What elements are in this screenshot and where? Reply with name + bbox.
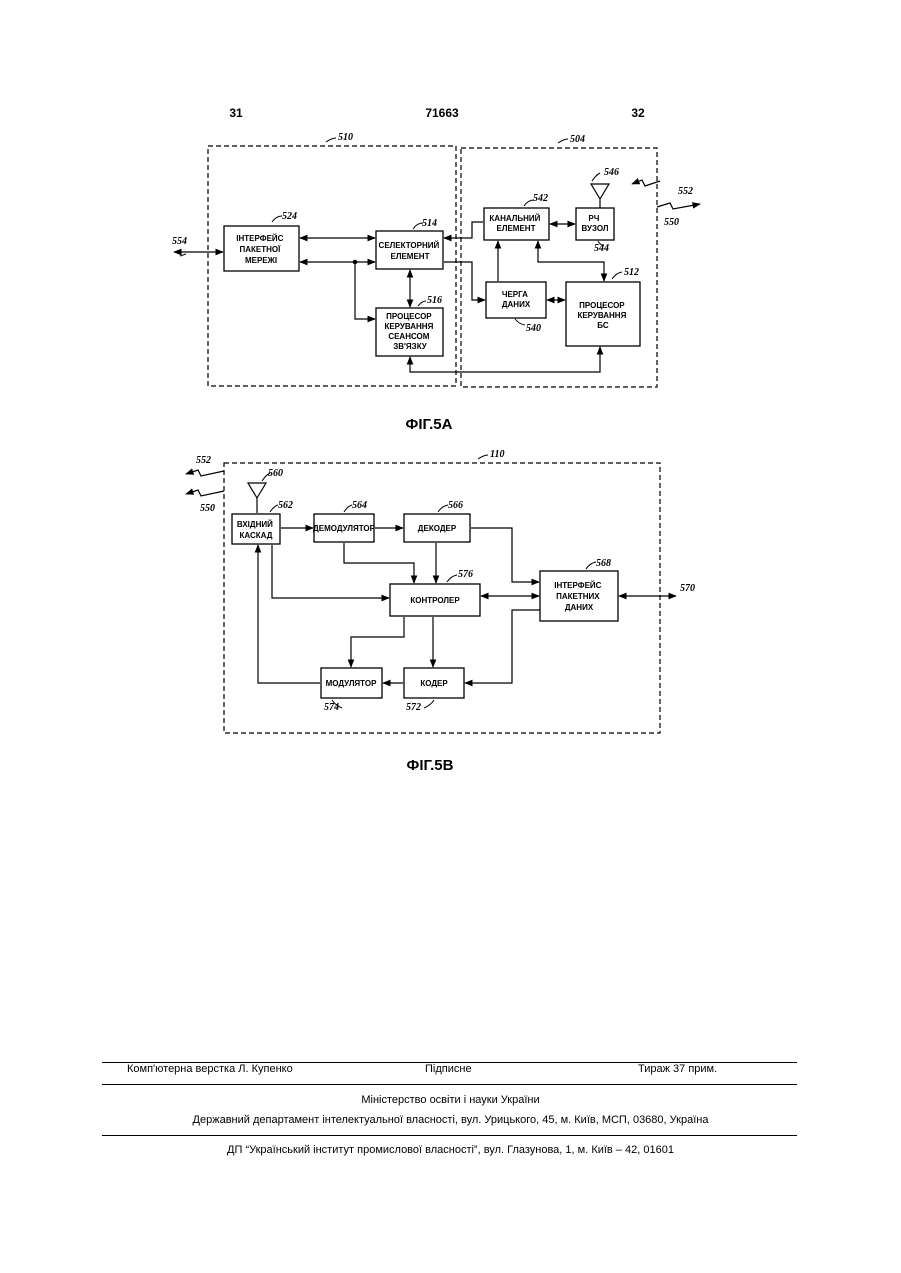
circulation-note: Тираж 37 прим. (638, 1063, 717, 1075)
rf-unit-label: РЧ ВУЗОЛ (582, 214, 609, 233)
page-number-right: 32 (631, 106, 645, 120)
institute-line: ДП “Український інститут промислової вла… (0, 1144, 901, 1156)
ref-110: 110 (490, 449, 504, 460)
ref-552: 552 (678, 186, 693, 197)
packet-data-interface-label: ІНТЕРФЕЙС ПАКЕТНИХ ДАНИХ (554, 581, 603, 612)
ref-554: 554 (172, 236, 187, 247)
ref-562: 562 (278, 500, 293, 511)
footer-rule-middle (102, 1084, 797, 1085)
figure-5b-caption: ФІГ.5В (407, 757, 454, 774)
encoder-label: КОДЕР (420, 679, 448, 688)
decoder-label: ДЕКОДЕР (418, 524, 457, 533)
patent-number: 71663 (425, 106, 459, 120)
wireless-link-550-icon (186, 490, 224, 496)
demodulator-label: ДЕМОДУЛЯТОР (313, 524, 376, 533)
ref-564: 564 (352, 500, 367, 511)
figure-5a-caption: ФІГ.5А (406, 416, 453, 433)
ref-576: 576 (458, 569, 473, 580)
ref-568: 568 (596, 558, 611, 569)
ref-570: 570 (680, 583, 695, 594)
footer-rule-bottom (102, 1135, 797, 1136)
figure-5b (186, 455, 676, 733)
department-line: Державний департамент інтелектуальної вл… (0, 1114, 901, 1126)
ref-550: 550 (664, 217, 679, 228)
selector-element-label: СЕЛЕКТОРНИЙ ЕЛЕМЕНТ (379, 241, 442, 261)
front-end-label: ВХІДНИЙ КАСКАД (237, 520, 275, 540)
channel-element-label: КАНАЛЬНИЙ ЕЛЕМЕНТ (489, 214, 542, 233)
selector-element-block (376, 231, 443, 269)
modulator-label: МОДУЛЯТОР (326, 679, 378, 688)
ref-516: 516 (427, 295, 442, 306)
ref-524: 524 (282, 211, 297, 222)
bs-control-processor-label: ПРОЦЕСОР КЕРУВАННЯ БС (577, 301, 628, 330)
ref-544: 544 (594, 243, 609, 254)
ref-512: 512 (624, 267, 639, 278)
wireless-link-552-icon (186, 470, 224, 476)
session-control-processor-label: ПРОЦЕСОР КЕРУВАННЯ СЕАНСОМ ЗВ'ЯЗКУ (384, 312, 435, 351)
ministry-line: Міністерство освіти і науки України (0, 1094, 901, 1106)
ref-572: 572 (406, 702, 421, 713)
ref-542: 542 (533, 193, 548, 204)
data-queue-label: ЧЕРГА ДАНИХ (502, 290, 531, 309)
wireless-link-550-icon (657, 203, 700, 209)
ref-550: 550 (200, 503, 215, 514)
ref-546: 546 (604, 167, 619, 178)
ref-566: 566 (448, 500, 463, 511)
page-number-left: 31 (229, 106, 243, 120)
layout-credit: Комп'ютерна верстка Л. Купенко (127, 1063, 293, 1075)
antenna-icon (248, 483, 266, 498)
ref-552: 552 (196, 455, 211, 466)
figure-5b-labels: 110 552 550 560 562 564 566 568 570 576 … (196, 449, 695, 774)
signed-note: Підписне (425, 1063, 472, 1075)
controller-label: КОНТРОЛЕР (410, 596, 460, 605)
ref-504: 504 (570, 134, 585, 145)
ref-574: 574 (324, 702, 339, 713)
ref-510: 510 (338, 132, 353, 143)
wireless-link-552-icon (632, 180, 660, 186)
ref-560: 560 (268, 468, 283, 479)
antenna-icon (591, 184, 609, 199)
ref-540: 540 (526, 323, 541, 334)
ref-514: 514 (422, 218, 437, 229)
packet-network-interface-label: ІНТЕРФЕЙС ПАКЕТНОЇ МЕРЕЖІ (236, 234, 285, 265)
